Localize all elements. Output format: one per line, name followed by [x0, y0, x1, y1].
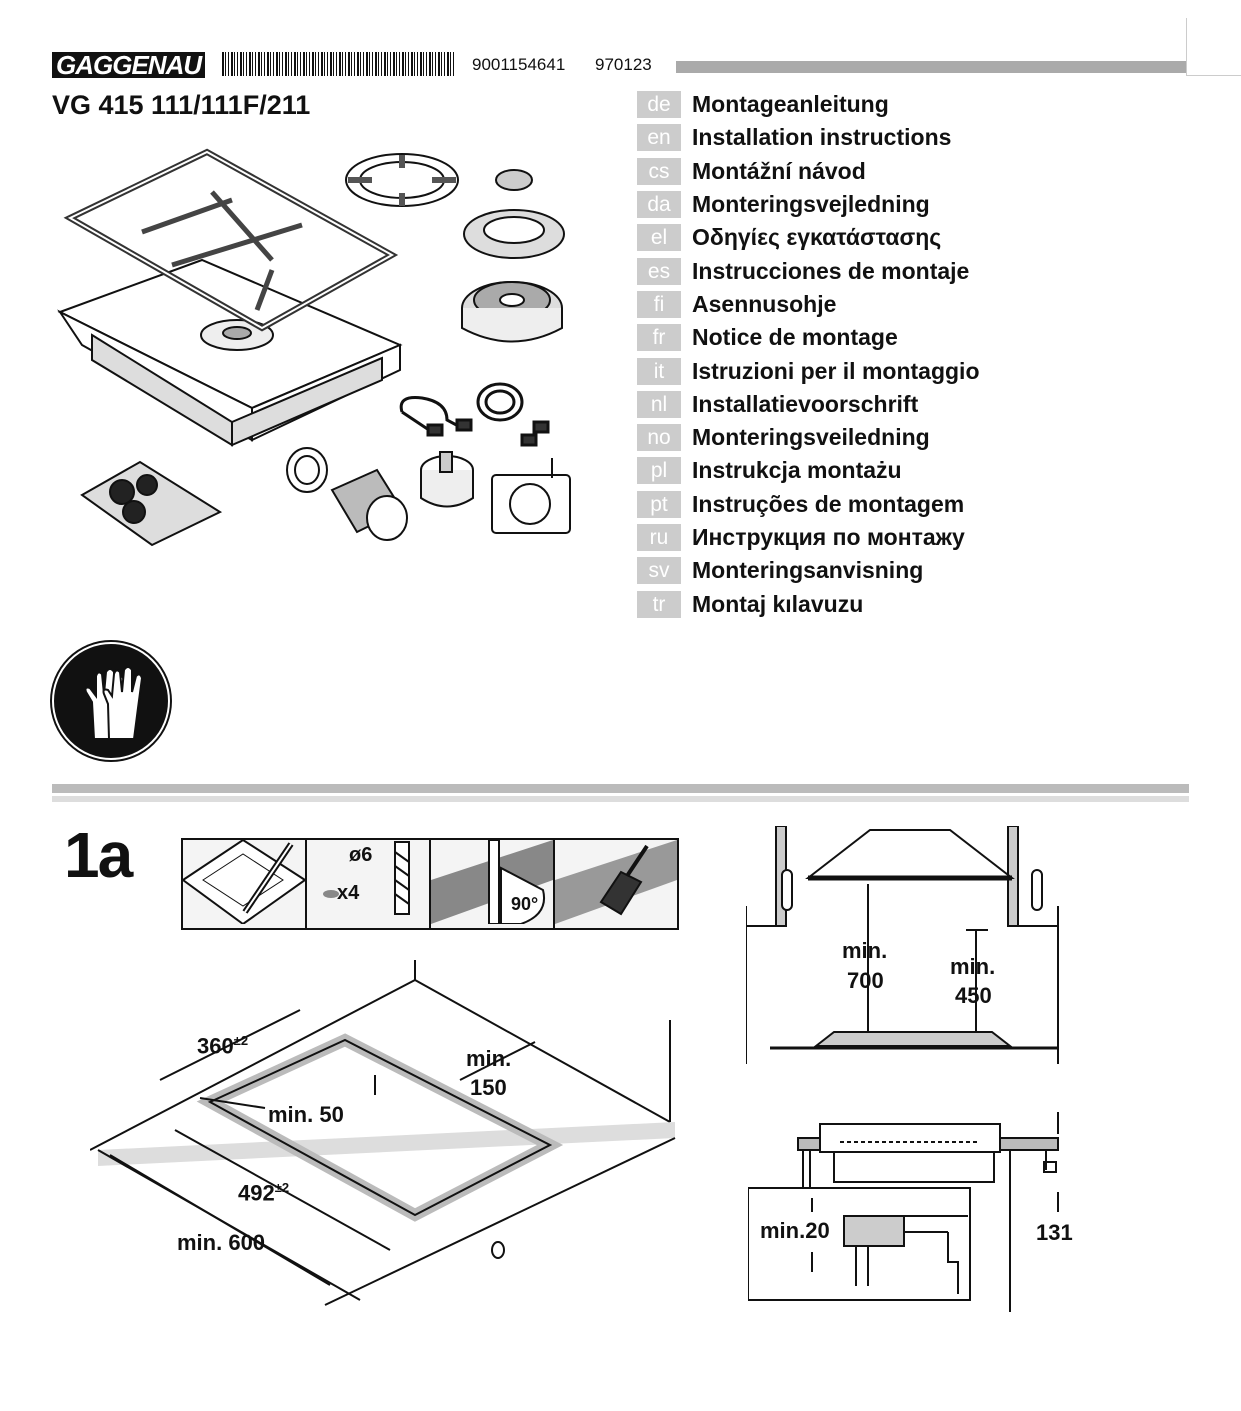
drill-diameter: ø6	[349, 844, 373, 866]
language-label: Instruções de montagem	[692, 490, 965, 517]
hood-clearance-diagram	[746, 826, 1059, 1064]
cables	[399, 382, 550, 447]
language-label: Instrucciones de montaje	[692, 257, 970, 284]
language-code: ru	[637, 524, 681, 551]
language-label: Monteringsanvisning	[692, 557, 924, 584]
language-label: Asennusohje	[692, 290, 837, 317]
language-label: Istruzioni per il montaggio	[692, 357, 980, 384]
worktop-cutout-diagram	[90, 960, 676, 1306]
gloves-icon	[52, 642, 170, 760]
drill-panel: ø6 x4	[307, 840, 431, 928]
language-item-cs: cs Montážní návod	[637, 155, 980, 188]
language-item-en: en Installation instructions	[637, 121, 980, 154]
hood-min-label: min.	[842, 938, 888, 963]
language-code: nl	[637, 390, 681, 418]
sand-panel	[555, 840, 677, 928]
language-code: es	[637, 257, 681, 285]
language-label: Instrukcja montażu	[692, 457, 902, 484]
language-code: sv	[637, 557, 681, 585]
min-gap-label: min.20	[760, 1218, 830, 1243]
cross-section-diagram	[748, 1112, 1059, 1312]
product-parts-illustration	[57, 148, 571, 547]
language-code: el	[637, 224, 681, 252]
burner-parts	[345, 153, 565, 343]
date-code: 970123	[595, 55, 652, 74]
language-item-fr: fr Notice de montage	[637, 321, 980, 354]
language-label: Notice de montage	[692, 324, 898, 351]
language-item-da: da Monteringsvejledning	[637, 188, 980, 221]
language-code: da	[637, 191, 681, 219]
step-strip: ø6 x4 90°	[181, 838, 679, 930]
language-label: Montaj kılavuzu	[692, 590, 864, 617]
saw-panel: 90°	[431, 840, 555, 928]
language-item-de: de Montageanleitung	[637, 88, 980, 121]
barcode	[222, 52, 454, 76]
language-item-sv: sv Monteringsanvisning	[637, 554, 980, 587]
language-code: fi	[637, 290, 681, 318]
language-code: de	[637, 91, 681, 119]
language-label: Monteringsvejledning	[692, 191, 930, 218]
language-item-pl: pl Instrukcja montażu	[637, 454, 980, 487]
language-label: Monteringsveiledning	[692, 424, 930, 451]
language-label: Οδηγίες εγκατάστασης	[692, 224, 942, 251]
language-label: Инструкция по монтажу	[692, 524, 965, 550]
language-code: en	[637, 124, 681, 152]
language-item-pt: pt Instruções de montagem	[637, 488, 980, 521]
min-front-distance: min. 50	[268, 1102, 344, 1127]
language-item-fi: fi Asennusohje	[637, 288, 980, 321]
language-code: it	[637, 357, 681, 385]
min-back-label: min.	[466, 1046, 512, 1071]
cutout-width: 492±2	[238, 1180, 290, 1206]
part-number: 9001154641	[472, 55, 566, 74]
language-code: fr	[637, 324, 681, 352]
language-label: Installatievoorschrift	[692, 390, 919, 417]
language-item-ru: ru Инструкция по монтажу	[637, 521, 980, 554]
language-item-no: no Monteringsveiledning	[637, 421, 980, 454]
hood-min-value: 700	[847, 968, 884, 993]
saw-angle: 90°	[511, 894, 539, 914]
drill-count: x4	[337, 882, 360, 904]
crop-mark	[1186, 75, 1241, 76]
cabinet-min-value: 450	[955, 983, 992, 1008]
pan-support	[63, 148, 399, 332]
language-code: pl	[637, 457, 681, 485]
language-label: Montážní návod	[692, 157, 866, 184]
language-label: Montageanleitung	[692, 91, 889, 118]
language-list: de Montageanleitung en Installation instruc…	[637, 88, 980, 621]
mark-cutout-panel	[183, 840, 307, 928]
cabinet-min-label: min.	[950, 954, 996, 979]
step-number: 1a	[64, 819, 133, 891]
language-item-nl: nl Installatievoorschrift	[637, 388, 980, 421]
language-item-tr: tr Montaj kılavuzu	[637, 587, 980, 620]
language-item-es: es Instrucciones de montaje	[637, 254, 980, 287]
header-bar	[676, 61, 1186, 73]
model-title: VG 415 111/111F/211	[52, 90, 311, 120]
crop-mark	[1186, 18, 1187, 76]
min-back-value: 150	[470, 1075, 507, 1100]
knob-parts	[286, 447, 571, 541]
accessory-bag	[80, 460, 223, 547]
brand-logo: GAGGENAU	[52, 52, 206, 78]
language-code: tr	[637, 590, 681, 618]
language-code: no	[637, 424, 681, 452]
language-code: pt	[637, 490, 681, 518]
cutout-depth: 360±2	[197, 1033, 249, 1059]
hob-body	[57, 258, 403, 447]
section-separator	[52, 784, 1189, 802]
language-item-el: el Οδηγίες εγκατάστασης	[637, 221, 980, 254]
hob-height: 131	[1036, 1220, 1073, 1245]
min-worktop-depth: min. 600	[177, 1230, 266, 1255]
language-code: cs	[637, 157, 681, 185]
language-label: Installation instructions	[692, 124, 952, 151]
language-item-it: it Istruzioni per il montaggio	[637, 354, 980, 387]
